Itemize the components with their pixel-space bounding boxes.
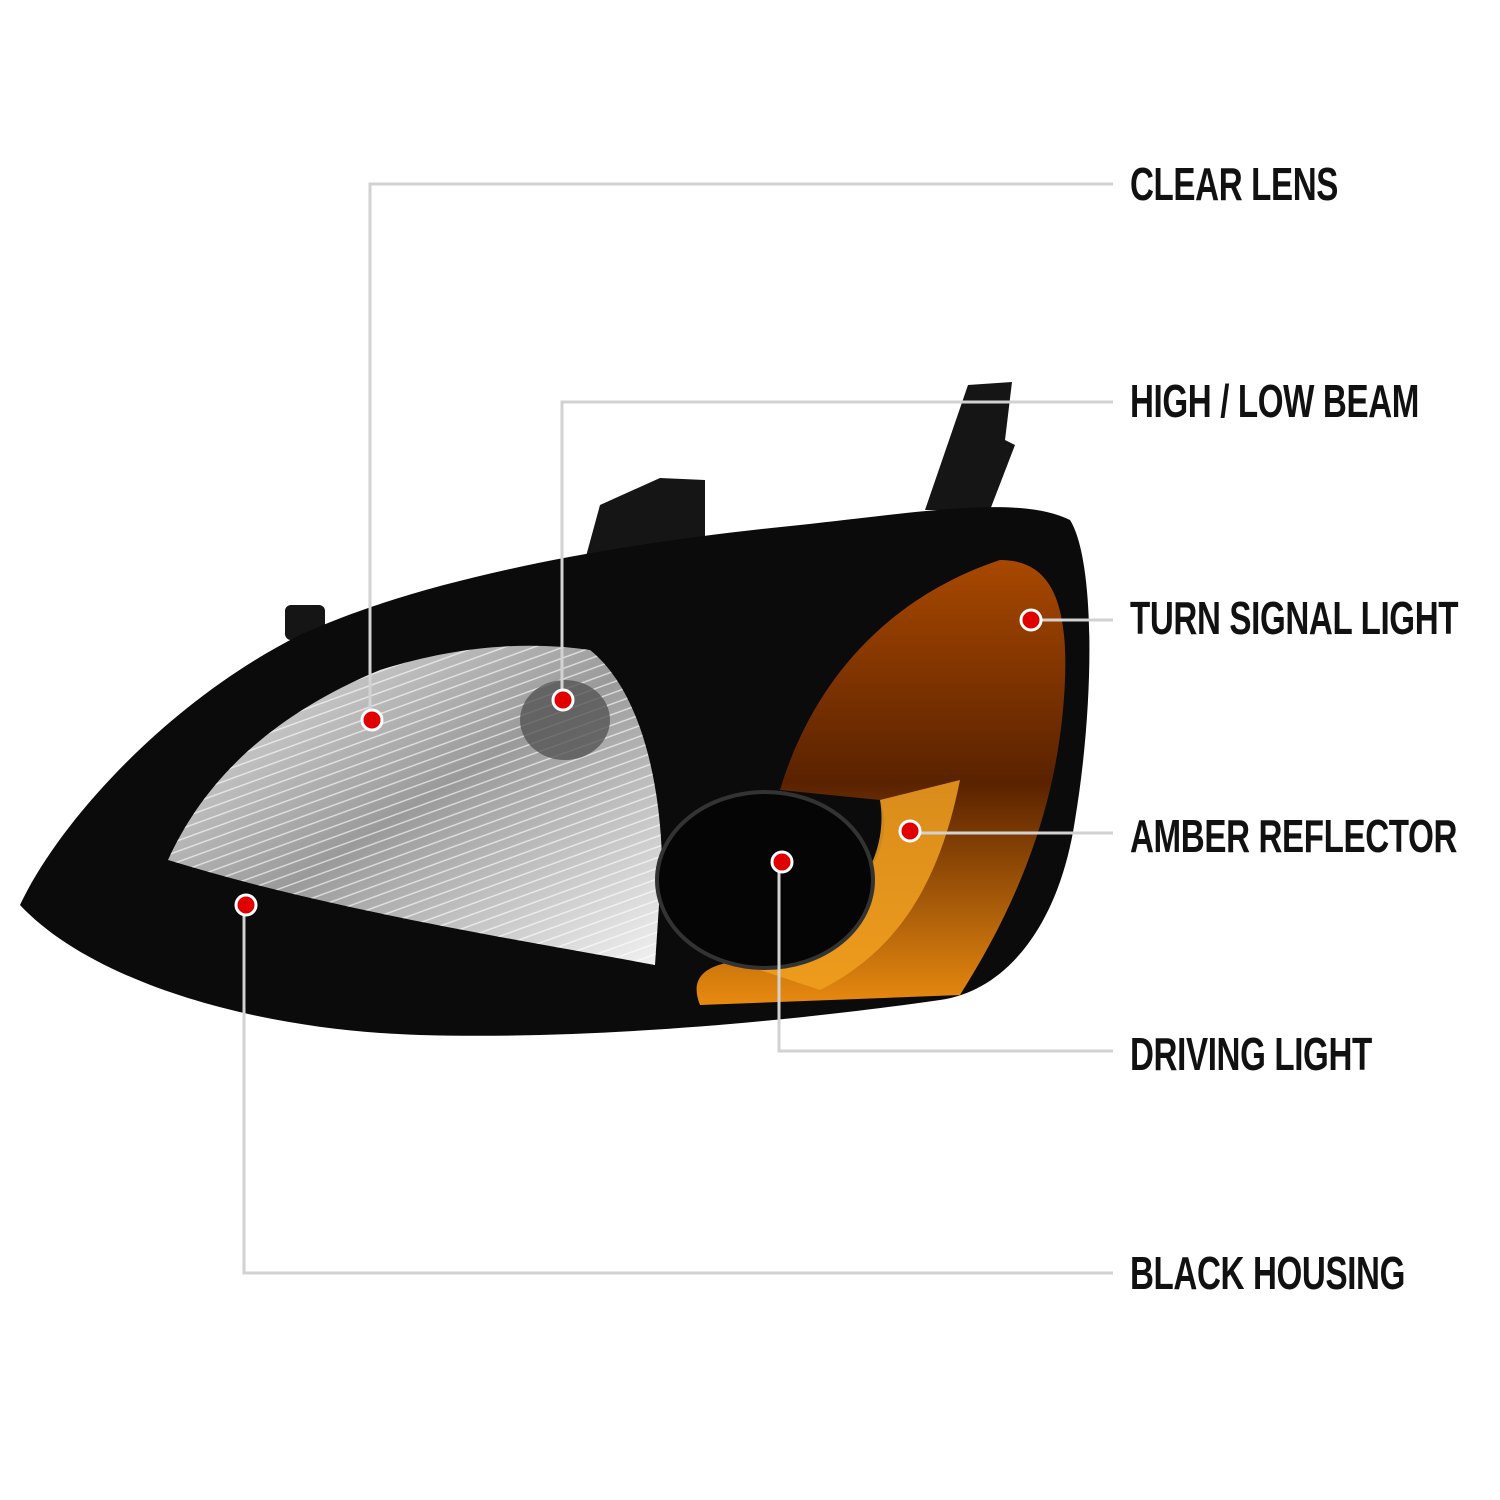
callout-lines xyxy=(242,182,1113,1275)
mounting-bracket-left xyxy=(585,478,705,560)
line-high-low-beam xyxy=(560,400,1113,700)
driving-light-shape xyxy=(655,790,875,970)
label-black-housing: BLACK HOUSING xyxy=(1130,1247,1406,1299)
label-amber-reflector: AMBER REFLECTOR xyxy=(1130,810,1458,862)
label-clear-lens: CLEAR LENS xyxy=(1130,158,1339,210)
amber-section-shape xyxy=(696,560,1066,1005)
dot-driving-light xyxy=(770,850,794,874)
label-turn-signal-light: TURN SIGNAL LIGHT xyxy=(1130,592,1459,644)
label-driving-light: DRIVING LIGHT xyxy=(1130,1028,1372,1080)
dot-black-housing xyxy=(234,893,258,917)
dot-amber-reflector xyxy=(898,819,922,843)
dot-turn-signal xyxy=(1019,608,1043,632)
callout-dots xyxy=(234,608,1043,917)
line-black-housing xyxy=(242,905,1113,1275)
line-clear-lens xyxy=(368,182,1113,720)
dot-high-low-beam xyxy=(551,688,575,712)
mounting-bracket-right xyxy=(925,382,1015,510)
label-high-low-beam: HIGH / LOW BEAM xyxy=(1130,375,1419,427)
dot-clear-lens xyxy=(360,708,384,732)
line-driving-light xyxy=(777,862,1113,1053)
